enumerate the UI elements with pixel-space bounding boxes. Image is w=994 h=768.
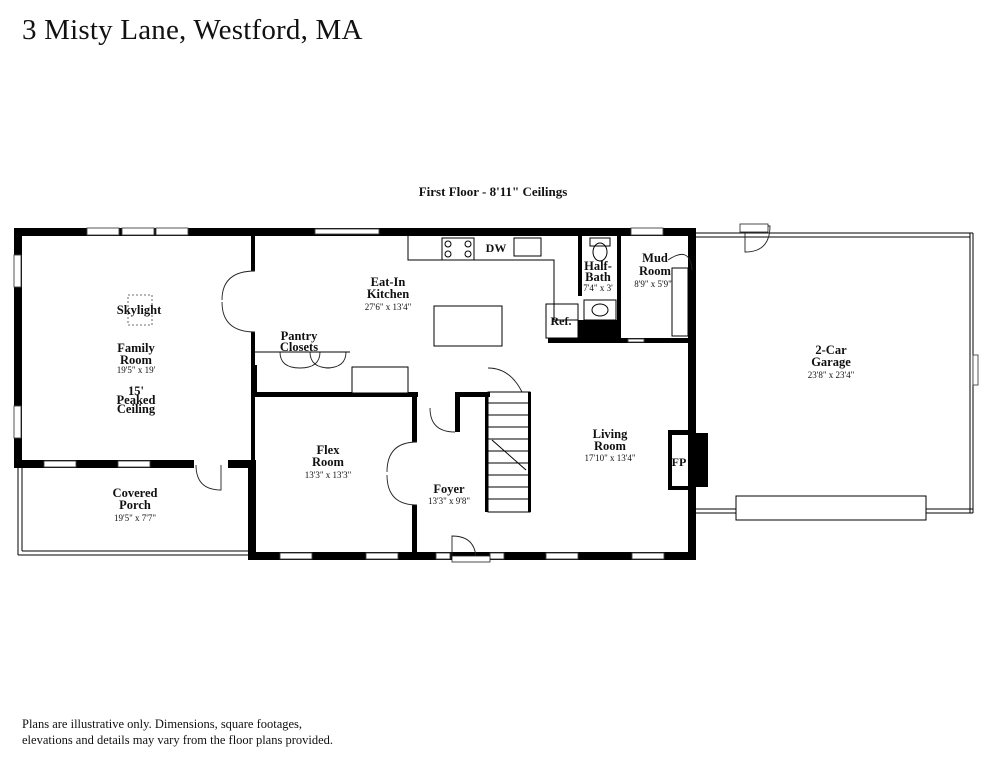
halfbath-dim: 7'4" x 3' [583, 283, 613, 293]
porch-outline [17, 465, 248, 556]
family-room-dim: 19'5" x 19' [117, 365, 156, 375]
foyer-name: Foyer [433, 482, 465, 496]
garage-dim: 23'8" x 23'4" [808, 370, 855, 380]
kitchen-fixtures [407, 236, 579, 347]
floor-title: First Floor - 8'11" Ceilings [418, 184, 568, 199]
skylight-outline [127, 294, 153, 326]
refrigerator-label: Ref. [551, 314, 572, 328]
fixture-labels: DW Ref. FP [486, 241, 687, 469]
doors [195, 223, 771, 563]
kitchen-dim: 27'6" x 13'4" [365, 302, 412, 312]
stairs [485, 391, 531, 513]
flex-room-dim: 13'3" x 13'3" [305, 470, 352, 480]
garage-outline [692, 232, 979, 521]
porch-dim: 19'5" x 7'7" [114, 513, 156, 523]
halfbath-name: Half-Bath [584, 259, 612, 284]
foyer-dim: 13'3" x 9'8" [428, 496, 470, 506]
skylight-label: Skylight [117, 303, 162, 317]
mud-room-dim: 8'9" x 5'9" [634, 279, 672, 289]
fireplace-label: FP [672, 455, 687, 469]
halfbath-fixtures [583, 237, 617, 321]
disclaimer: Plans are illustrative only. Dimensions,… [22, 717, 334, 747]
windows [13, 227, 665, 560]
mud-bench [671, 267, 689, 337]
living-room-dim: 17'10" x 13'4" [584, 453, 635, 463]
page-title: 3 Misty Lane, Westford, MA [22, 14, 363, 46]
dishwasher-label: DW [486, 241, 507, 255]
